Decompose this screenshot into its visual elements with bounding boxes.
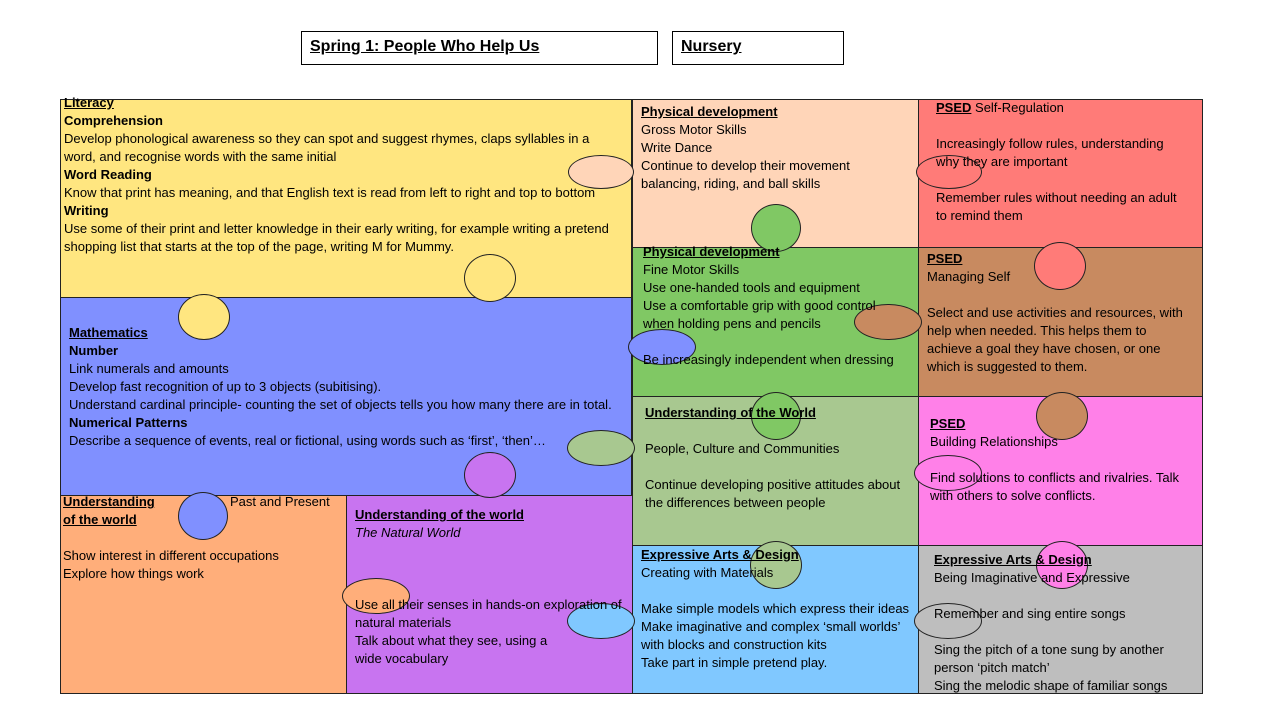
utw-natural-heading: Understanding of the world xyxy=(355,507,524,522)
physical-fine-line: Fine Motor Skills xyxy=(643,262,740,277)
psed-managing-self-text: PSED Managing Self Select and use activi… xyxy=(927,250,1189,376)
mathematics-line: Develop fast recognition of up to 3 obje… xyxy=(69,379,382,394)
physical-gross-line: Gross Motor Skills xyxy=(641,122,747,137)
ead-materials-line: Take part in simple pretend play. xyxy=(641,655,828,670)
psed-managing-self-line: Select and use activities and resources,… xyxy=(927,305,1183,374)
utw-culture-line: People, Culture and Communities xyxy=(645,441,840,456)
puzzle-knob xyxy=(914,455,982,491)
utw-past-aside: Past and Present xyxy=(230,494,330,509)
utw-past-line: Show interest in different occupations xyxy=(63,548,279,563)
physical-fine-line: Use a comfortable grip with good control… xyxy=(643,298,876,331)
term-title: Spring 1: People Who Help Us xyxy=(301,31,658,65)
ead-materials-line: Make imaginative and complex ‘small worl… xyxy=(641,619,900,652)
literacy-piece xyxy=(60,99,632,298)
puzzle-knob xyxy=(750,541,802,589)
ead-imaginative-line: Being Imaginative and Expressive xyxy=(934,570,1130,585)
writing-title: Writing xyxy=(64,203,109,218)
puzzle-knob xyxy=(1036,392,1088,440)
utw-past-heading: of the world xyxy=(63,512,137,527)
ead-materials-line: Creating with Materials xyxy=(641,565,774,580)
word-reading-title: Word Reading xyxy=(64,167,152,182)
psed-self-regulation-heading: PSED xyxy=(936,100,972,115)
utw-culture-text: Understanding of the World People, Cultu… xyxy=(645,404,905,512)
psed-managing-self-heading: PSED xyxy=(927,251,963,266)
ead-imaginative-text: Expressive Arts & Design Being Imaginati… xyxy=(934,551,1196,695)
ead-imaginative-line: Remember and sing entire songs xyxy=(934,606,1126,621)
puzzle-knob xyxy=(751,392,801,440)
physical-gross-heading: Physical development xyxy=(641,104,778,119)
physical-gross-text: Physical development Gross Motor Skills … xyxy=(641,103,901,193)
utw-past-line: Explore how things work xyxy=(63,566,204,581)
psed-relationships-line: Find solutions to conflicts and rivalrie… xyxy=(930,470,1180,503)
puzzle-knob xyxy=(464,254,516,302)
physical-gross-line: Write Dance xyxy=(641,140,713,155)
utw-culture-line: Continue developing positive attitudes a… xyxy=(645,477,901,510)
psed-self-regulation-line: Remember rules without needing an adult … xyxy=(936,190,1177,223)
physical-fine-line: Use one-handed tools and equipment xyxy=(643,280,860,295)
ead-imaginative-line: Sing the pitch of a tone sung by another… xyxy=(934,642,1164,675)
ead-materials-line: Make simple models which express their i… xyxy=(641,601,910,616)
puzzle-knob xyxy=(568,155,634,189)
year-group-title: Nursery xyxy=(672,31,844,65)
psed-self-regulation-line: Increasingly follow rules, understanding… xyxy=(936,136,1164,169)
puzzle-knob xyxy=(567,603,635,639)
puzzle-knob xyxy=(854,304,922,340)
puzzle-knob xyxy=(916,155,982,189)
psed-relationships-line: Building Relationships xyxy=(930,434,1058,449)
puzzle-knob xyxy=(342,578,410,614)
physical-fine-heading: Physical development xyxy=(643,244,780,259)
ead-imaginative-heading: Expressive Arts & Design xyxy=(934,552,1092,567)
writing-text: Use some of their print and letter knowl… xyxy=(64,221,609,254)
psed-relationships-text: PSED Building Relationships Find solutio… xyxy=(930,415,1190,505)
ead-materials-heading: Expressive Arts & Design xyxy=(641,547,799,562)
literacy-heading: Literacy xyxy=(64,95,114,110)
utw-natural-text: Understanding of the world The Natural W… xyxy=(355,506,623,668)
utw-past-text: Understanding of the world Show interest… xyxy=(63,493,333,583)
physical-fine-line: Be increasingly independent when dressin… xyxy=(643,352,894,367)
mathematics-line: Understand cardinal principle- counting … xyxy=(69,397,612,412)
utw-culture-heading: Understanding of the World xyxy=(645,405,816,420)
puzzle-knob xyxy=(1034,242,1086,290)
comprehension-text: Develop phonological awareness so they c… xyxy=(64,131,590,164)
psed-self-regulation-text: PSED Self-Regulation Increasingly follow… xyxy=(936,99,1186,225)
mathematics-line: Describe a sequence of events, real or f… xyxy=(69,433,546,448)
puzzle-knob xyxy=(751,204,801,252)
psed-self-regulation-suffix: Self-Regulation xyxy=(971,100,1064,115)
number-title: Number xyxy=(69,343,119,358)
puzzle-knob xyxy=(178,492,228,540)
ead-materials-text: Expressive Arts & Design Creating with M… xyxy=(641,546,917,672)
mathematics-heading: Mathematics xyxy=(69,325,148,340)
psed-managing-self-line: Managing Self xyxy=(927,269,1011,284)
mathematics-piece xyxy=(60,297,632,496)
comprehension-title: Comprehension xyxy=(64,113,163,128)
ead-imaginative-line: Sing the melodic shape of familiar songs xyxy=(934,678,1168,693)
numerical-patterns-title: Numerical Patterns xyxy=(69,415,188,430)
puzzle-knob xyxy=(567,430,635,466)
utw-natural-line: Talk about what they see, using a wide v… xyxy=(355,633,548,666)
puzzle-knob xyxy=(464,452,516,498)
utw-natural-line: Use all their senses in hands-on explora… xyxy=(355,597,622,630)
utw-past-heading: Understanding xyxy=(63,494,155,509)
literacy-text: Literacy Comprehension Develop phonologi… xyxy=(64,94,616,256)
puzzle-knob xyxy=(914,603,982,639)
puzzle-knob xyxy=(628,329,696,365)
mathematics-text: Mathematics Number Link numerals and amo… xyxy=(69,324,617,450)
puzzle-knob xyxy=(178,294,230,340)
mathematics-line: Link numerals and amounts xyxy=(69,361,229,376)
physical-fine-text: Physical development Fine Motor Skills U… xyxy=(643,243,903,369)
word-reading-text: Know that print has meaning, and that En… xyxy=(64,185,596,200)
puzzle-knob xyxy=(1036,541,1088,589)
psed-relationships-heading: PSED xyxy=(930,416,966,431)
utw-natural-subtitle: The Natural World xyxy=(355,525,461,540)
physical-gross-line: Continue to develop their movement balan… xyxy=(641,158,850,191)
